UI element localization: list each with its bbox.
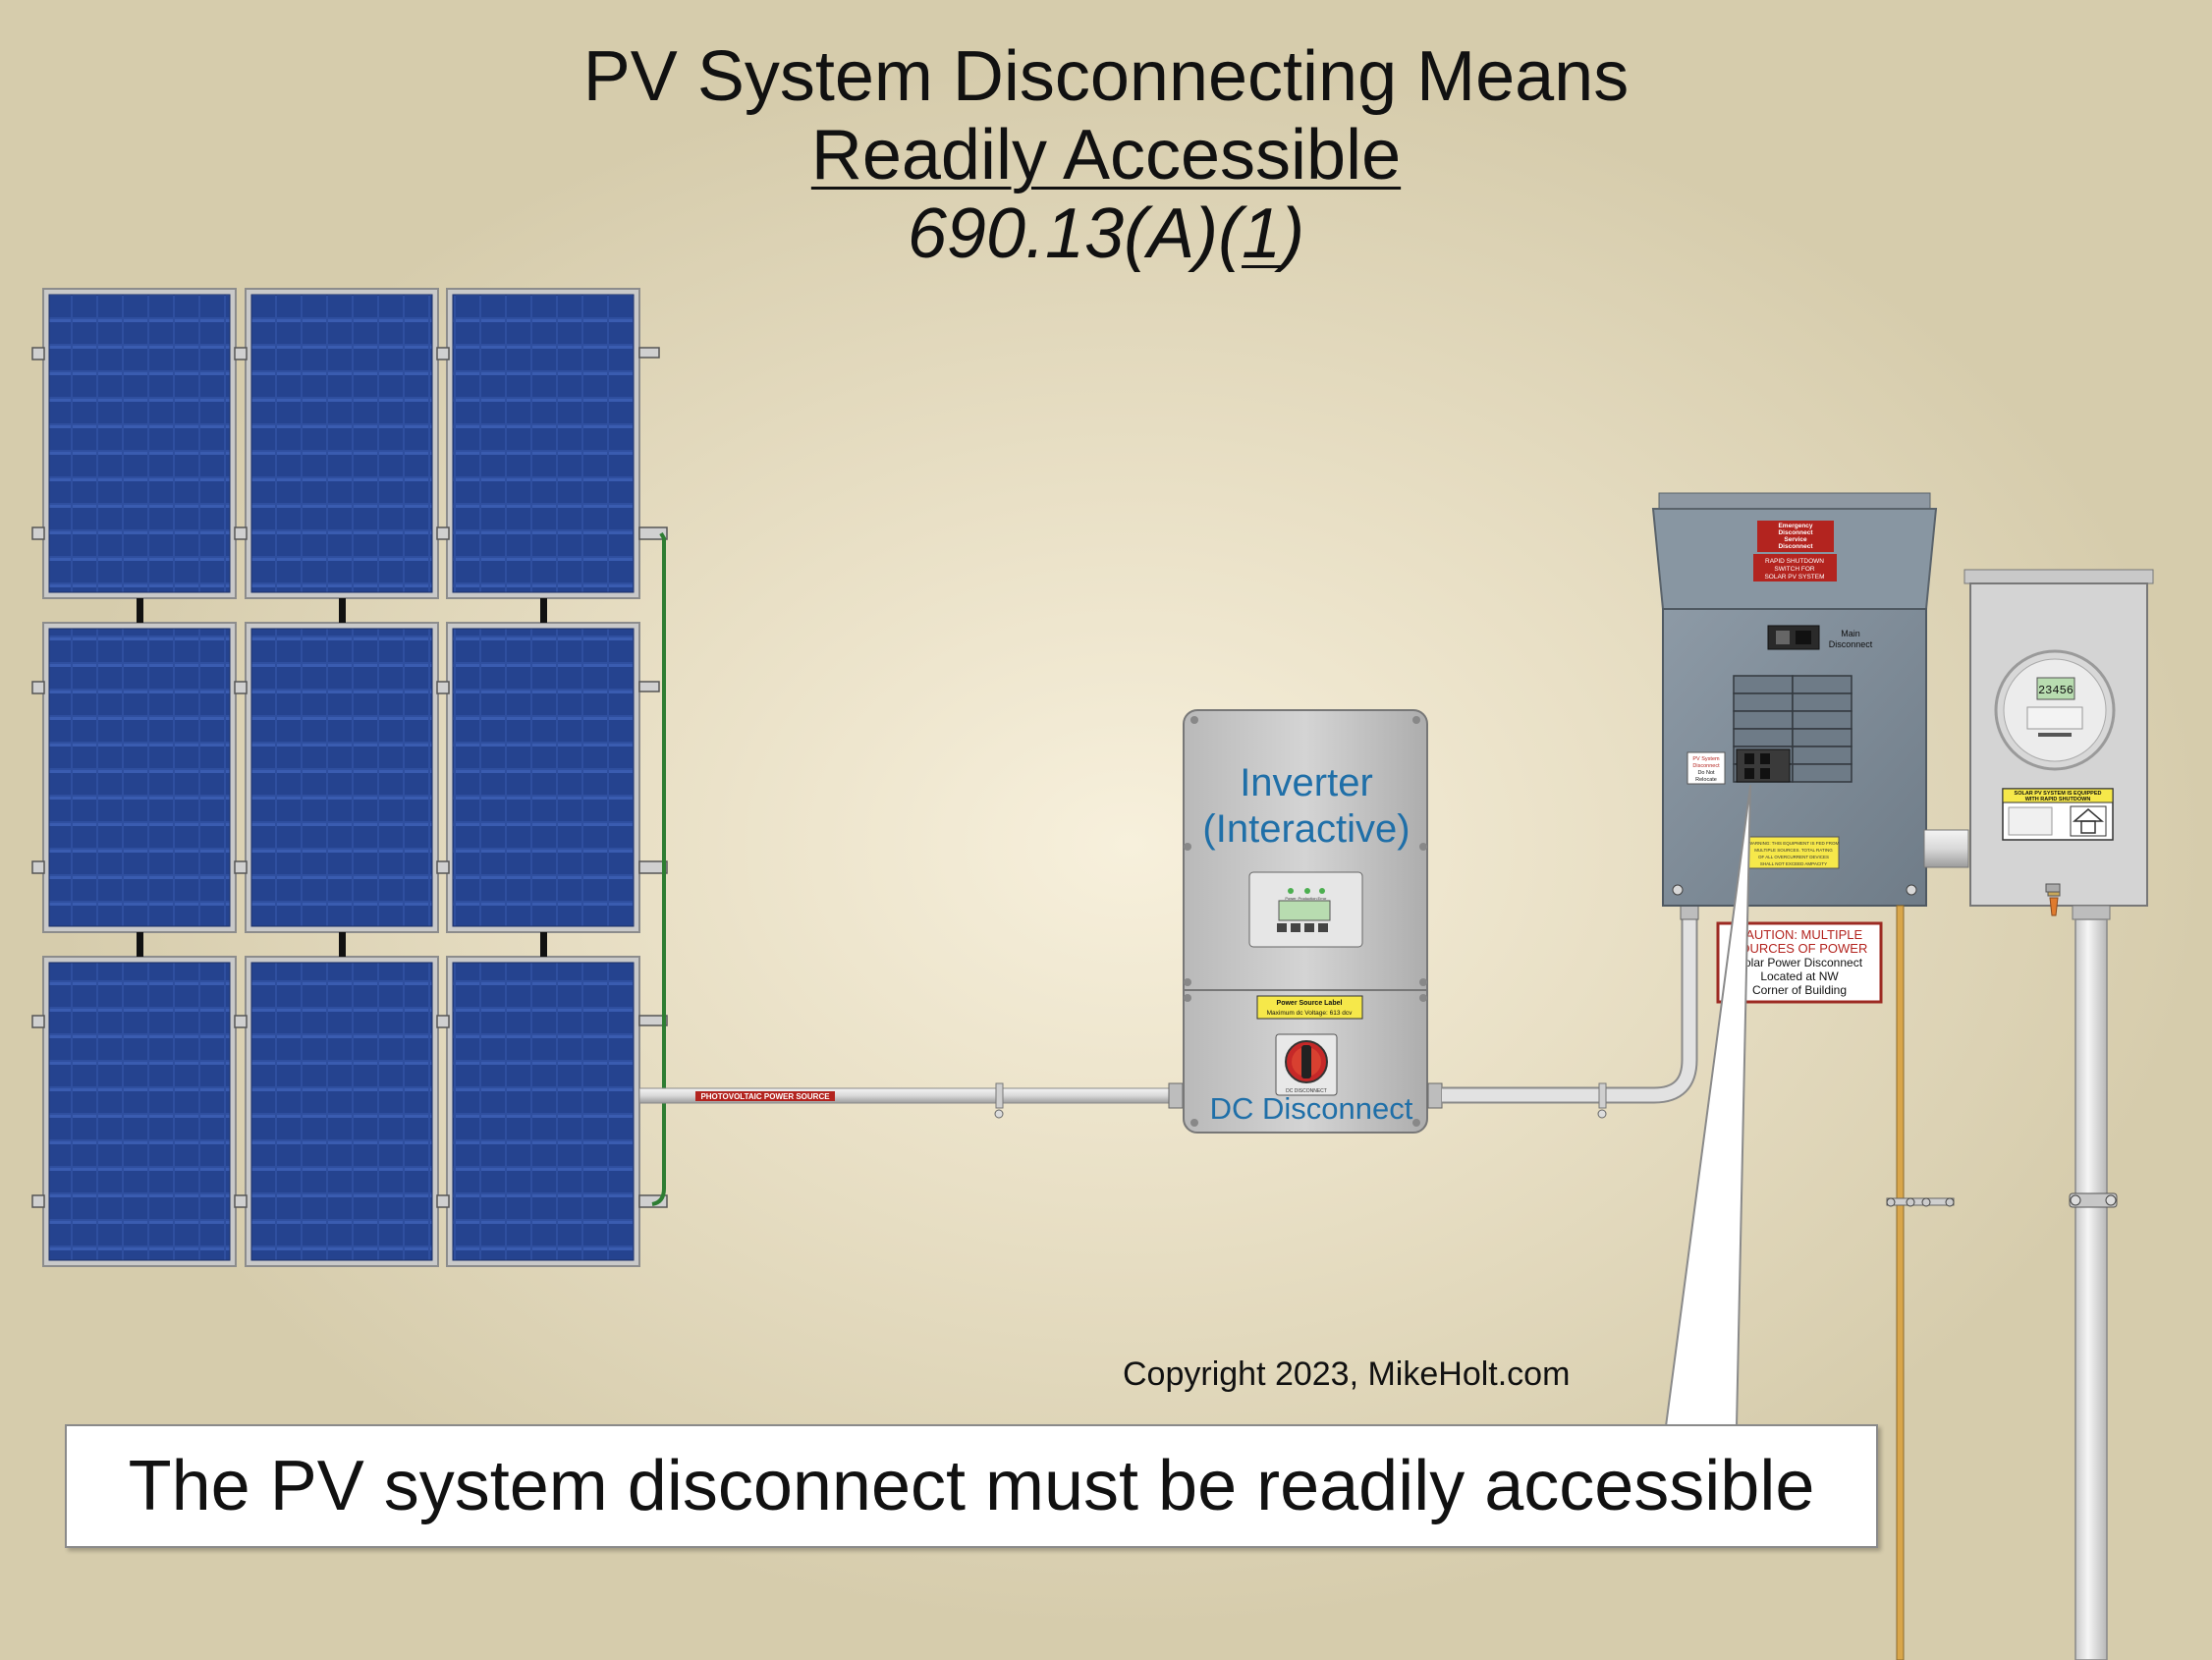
code-item: 1	[1242, 194, 1282, 273]
led-label-power: Power	[1285, 896, 1297, 901]
code-close: )	[1281, 194, 1305, 273]
kwh-meter: 23456	[1994, 649, 2116, 771]
rapid-shutdown-sign: SOLAR PV SYSTEM IS EQUIPPED WITH RAPID S…	[2002, 788, 2114, 841]
inverter-type-label: (Interactive)	[1202, 807, 1410, 851]
emergency-label-line: Disconnect	[1778, 543, 1813, 550]
meter-enclosure: 23456 SOLAR PV SYSTEM IS EQUIPPED WITH R…	[1963, 569, 2154, 916]
callout-box: The PV system disconnect must be readily…	[65, 1424, 1878, 1548]
meter-reading: 23456	[2038, 684, 2074, 697]
pv-tag-line: PV System	[1692, 756, 1720, 762]
title-readily-accessible: Readily Accessible	[810, 116, 1402, 194]
copyright-text: Copyright 2023, MikeHolt.com	[1123, 1356, 1571, 1393]
solar-module	[446, 288, 640, 599]
title-line-2: Readily Accessible	[0, 120, 2212, 191]
pv-system-disconnect-breaker[interactable]	[1736, 748, 1791, 783]
module-jumpers	[137, 598, 547, 957]
solar-module	[446, 956, 640, 1267]
dc-disconnect-switch[interactable]: DC DISCONNECT	[1275, 1033, 1338, 1096]
dc-disconnect-label: DC Disconnect	[1209, 1091, 1413, 1126]
mounting-clips	[31, 347, 668, 1208]
led-label-production: Production	[1298, 896, 1316, 901]
caution-sign-line: Located at NW	[1760, 969, 1839, 983]
pv-conduit: PHOTOVOLTAIC POWER SOURCE	[638, 1082, 1184, 1119]
photovoltaic-power-source-label	[695, 1091, 835, 1101]
meter-nipple	[1923, 829, 1969, 868]
emergency-disconnect-label	[1757, 521, 1834, 552]
inverter-button[interactable]	[1277, 923, 1287, 932]
led-label-error: Error	[1318, 896, 1328, 901]
solar-module	[42, 956, 237, 1267]
rapid-shutdown-label-line: SOLAR PV SYSTEM	[1764, 574, 1824, 581]
main-disconnect-label-line: Disconnect	[1829, 639, 1873, 649]
caution-sign-line: Solar Power Disconnect	[1737, 956, 1863, 969]
conduit-label-text: PHOTOVOLTAIC POWER SOURCE	[700, 1092, 830, 1101]
caution-sign-line: Corner of Building	[1752, 983, 1847, 997]
solar-module	[42, 622, 237, 933]
solar-array	[31, 288, 668, 1267]
solar-module	[245, 622, 439, 933]
emergency-label-line: Service	[1784, 536, 1807, 543]
solar-module	[245, 956, 439, 1267]
warning-label-line: OF ALL OVERCURRENT DEVICES	[1758, 855, 1829, 859]
warning-label-line: WARNING: THIS EQUIPMENT IS FED FROM	[1748, 841, 1840, 846]
inverter-display-panel: Power Production Error	[1248, 871, 1363, 948]
inverter-button[interactable]	[1318, 923, 1328, 932]
inverter-button[interactable]	[1304, 923, 1314, 932]
code-section: 690.13(A)(	[907, 194, 1243, 273]
rapid-shutdown-label-line: SWITCH FOR	[1774, 566, 1814, 573]
pv-tag-line: Relocate	[1695, 777, 1717, 783]
title-line-1: PV System Disconnecting Means	[582, 37, 1630, 116]
grounding-electrode-conductor	[1886, 905, 1955, 1660]
title-code-reference: 690.13(A)(1)	[0, 198, 2212, 269]
lcd-screen	[1278, 900, 1331, 921]
rapid-shutdown-label-line: RAPID SHUTDOWN	[1765, 558, 1824, 565]
power-source-label-title: Power Source Label	[1277, 1000, 1343, 1007]
grounding-conductor	[651, 531, 666, 1206]
rapid-shutdown-sign-line: SOLAR PV SYSTEM IS EQUIPPED	[2015, 791, 2102, 797]
power-source-label-text: Maximum dc Voltage: 613 dcv	[1267, 1010, 1353, 1017]
inverter-button[interactable]	[1291, 923, 1300, 932]
service-panel: Emergency Disconnect Service Disconnect …	[1651, 492, 1938, 907]
meter-seal-lock	[2045, 883, 2061, 916]
warning-label-line: SHALL NOT EXCEED AMPACITY	[1760, 861, 1827, 866]
power-source-label: Power Source Label Maximum dc Voltage: 6…	[1256, 995, 1363, 1020]
solar-module	[446, 622, 640, 933]
rapid-shutdown-label	[1753, 554, 1837, 581]
emergency-label-line: Disconnect	[1778, 529, 1813, 536]
solar-module	[42, 288, 237, 599]
warning-label-line: MULTIPLE SOURCES. TOTAL RATING	[1754, 848, 1833, 853]
pv-disconnect-tag	[1687, 751, 1726, 785]
service-mast	[2069, 905, 2118, 1660]
caution-sign-line: CAUTION: MULTIPLE	[1737, 927, 1863, 942]
ac-conduit	[1427, 905, 1699, 1119]
multiple-sources-warning-label	[1747, 836, 1840, 869]
pv-tag-line: Disconnect	[1692, 763, 1720, 769]
main-disconnect-label-line: Main	[1841, 629, 1860, 638]
caution-sign-line: SOURCES OF POWER	[1732, 941, 1868, 956]
inverter: Power Production Error Power Source Labe…	[1183, 709, 1428, 1134]
emergency-label-line: Emergency	[1778, 523, 1812, 529]
rapid-shutdown-sign-line: WITH RAPID SHUTDOWN	[2025, 797, 2091, 802]
callout-text: The PV system disconnect must be readily…	[128, 1447, 1815, 1525]
dc-disconnect-small-label: DC DISCONNECT	[1286, 1088, 1327, 1094]
pv-tag-line: Do Not	[1697, 770, 1715, 776]
solar-module	[245, 288, 439, 599]
inverter-label: Inverter	[1240, 761, 1373, 804]
main-disconnect-breaker[interactable]	[1767, 625, 1820, 650]
